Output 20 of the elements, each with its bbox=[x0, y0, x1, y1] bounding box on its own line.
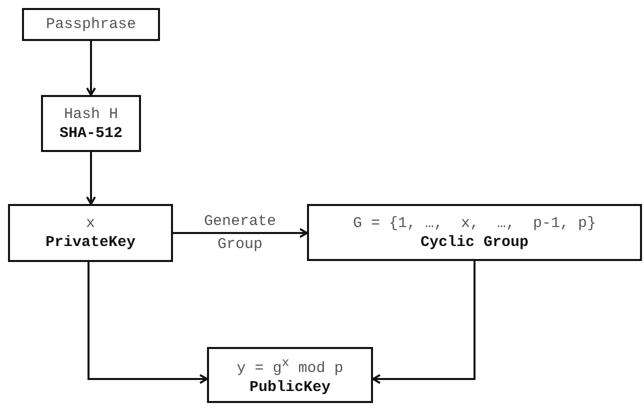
edge-label: Generate Group bbox=[202, 212, 277, 255]
process-box bbox=[207, 347, 373, 403]
box-title: PublicKey bbox=[249, 378, 330, 396]
arrow bbox=[86, 41, 96, 96]
box-text: G = {1, …, x, …, p-1, p} bbox=[352, 214, 596, 232]
arrow bbox=[372, 261, 476, 384]
arrow bbox=[173, 228, 308, 238]
box-text: y = g$^{x}$ mod p bbox=[236, 354, 344, 378]
process-box bbox=[307, 204, 642, 261]
process-box bbox=[8, 204, 173, 262]
process-box bbox=[41, 95, 141, 152]
box-title: SHA-512 bbox=[59, 124, 122, 142]
box-text: x bbox=[86, 214, 95, 233]
box-text: Passphrase bbox=[46, 15, 136, 34]
box-title: Cyclic Group bbox=[420, 232, 529, 252]
box-text: Hash H bbox=[64, 104, 118, 124]
box-title: PrivateKey bbox=[45, 233, 136, 252]
arrow bbox=[88, 262, 208, 384]
arrow bbox=[86, 152, 96, 205]
process-box bbox=[22, 8, 160, 41]
